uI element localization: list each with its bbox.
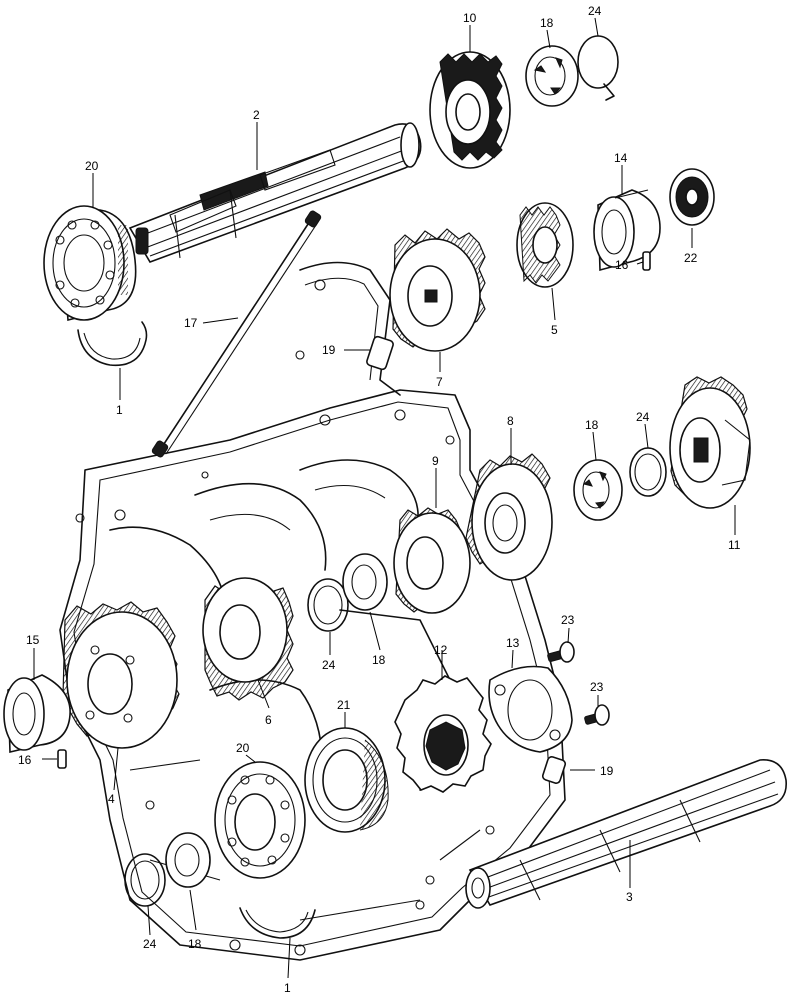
callout-18: 18 [585, 418, 599, 432]
dowel-19-upper [366, 335, 394, 371]
callout-15: 15 [26, 633, 40, 647]
callout-9: 9 [432, 454, 439, 468]
circlip-24-lower [124, 853, 166, 907]
callout-11: 11 [728, 538, 741, 552]
gear-5 [516, 202, 574, 288]
washer-18-upper [525, 45, 579, 107]
callout-24: 24 [636, 410, 650, 424]
callout-18: 18 [188, 937, 202, 951]
bearing-22 [669, 168, 715, 226]
callout-14: 14 [614, 151, 628, 165]
callout-23: 23 [590, 680, 604, 694]
callout-13: 13 [506, 636, 520, 650]
callout-12: 12 [434, 643, 448, 657]
bearing-21 [304, 727, 389, 833]
callout-10: 10 [463, 11, 477, 25]
callout-23: 23 [561, 613, 575, 627]
mainshaft-2 [128, 122, 422, 263]
washer-18-lower [165, 832, 211, 888]
dowel-19-lower [541, 756, 567, 784]
callout-24: 24 [322, 658, 336, 672]
leader-lines [33, 17, 736, 979]
callout-22: 22 [684, 251, 698, 265]
gear-9 [393, 507, 471, 614]
circlip-1-lower [239, 907, 316, 939]
callout-8: 8 [507, 414, 514, 428]
callout-24: 24 [143, 937, 157, 951]
callout-18: 18 [372, 653, 386, 667]
callout-24: 24 [588, 4, 602, 18]
gear-7 [389, 228, 486, 352]
pin-16-upper [642, 251, 651, 271]
callout-2: 2 [253, 108, 260, 122]
bearing-20-lower [214, 761, 306, 879]
callout-16: 16 [615, 258, 629, 272]
callout-17: 17 [184, 316, 198, 330]
gear-11 [669, 376, 751, 509]
callout-19: 19 [322, 343, 336, 357]
circlip-24-mid [307, 578, 349, 632]
callout-5: 5 [551, 323, 558, 337]
retainer-plate-13 [488, 665, 573, 753]
circlip-1-upper [77, 321, 148, 367]
washer-18-right [573, 459, 623, 521]
gear-4 [62, 601, 180, 749]
washer-18-mid [342, 553, 388, 611]
callout-1: 1 [116, 403, 123, 417]
bushing-15 [3, 674, 71, 754]
pin-16-lower [57, 749, 67, 769]
bolt-23-upper [547, 641, 575, 663]
shift-rod-17 [151, 210, 322, 458]
callout-16: 16 [18, 753, 32, 767]
countershaft-3 [465, 759, 787, 909]
sprocket-12 [394, 675, 492, 793]
gear-6 [202, 577, 294, 701]
callout-20: 20 [85, 159, 99, 173]
gear-10 [429, 51, 511, 169]
bushing-14 [593, 189, 661, 272]
callout-labels: 10 18 24 2 14 20 16 22 17 19 5 7 1 8 18 … [18, 4, 741, 995]
callout-21: 21 [337, 698, 351, 712]
callout-6: 6 [265, 713, 272, 727]
callout-7: 7 [436, 375, 443, 389]
circlip-24-right [629, 447, 667, 497]
bolt-23-lower [584, 704, 610, 726]
callout-18: 18 [540, 16, 554, 30]
callout-19: 19 [600, 764, 614, 778]
circlip-24-upper [577, 35, 619, 101]
callout-3: 3 [626, 890, 633, 904]
callout-20: 20 [236, 741, 250, 755]
gear-8 [465, 453, 553, 581]
bearing-20-upper [43, 205, 137, 322]
callout-1: 1 [284, 981, 291, 995]
callout-4: 4 [108, 792, 115, 806]
